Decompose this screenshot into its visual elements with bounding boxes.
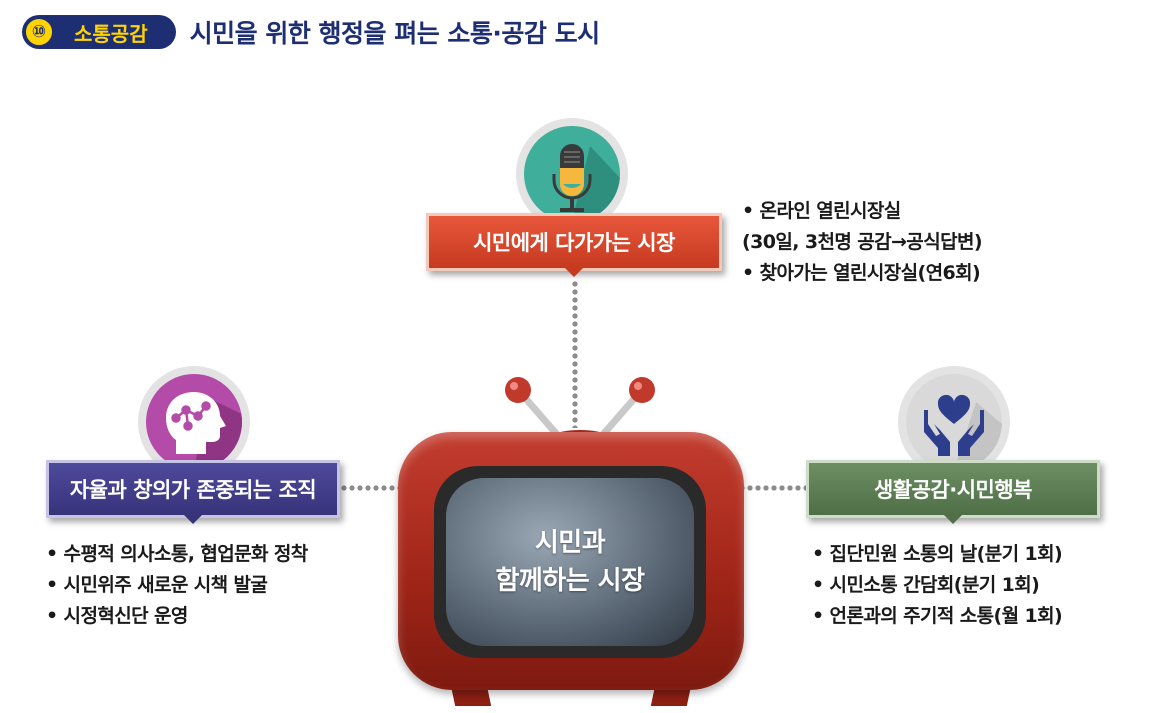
list-item: • 수평적 의사소통, 협업문화 정착 xyxy=(46,543,308,565)
page-header: ⑩ 소통공감 시민을 위한 행정을 펴는 소통·공감 도시 xyxy=(22,14,600,50)
banner-right: 생활공감·시민행복 xyxy=(806,460,1100,524)
page-title: 시민을 위한 행정을 펴는 소통·공감 도시 xyxy=(189,19,601,48)
banner-top-label: 시민에게 다가가는 시장 xyxy=(473,231,675,255)
list-item: • 언론과의 주기적 소통(월 1회) xyxy=(812,605,1063,627)
connector-right xyxy=(730,485,808,491)
left-list: • 수평적 의사소통, 협업문화 정착 • 시민위주 새로운 시책 발굴 • 시… xyxy=(46,539,308,632)
banner-top: 시민에게 다가가는 시장 xyxy=(426,213,722,277)
section-number: ⑩ xyxy=(24,17,54,47)
list-item: (30일, 3천명 공감→공식답변) xyxy=(742,231,983,253)
banner-left: 자율과 창의가 존중되는 조직 xyxy=(46,460,340,524)
hands-icon-circle xyxy=(898,366,1010,478)
hands-heart-icon xyxy=(906,374,1002,470)
list-item: • 시민위주 새로운 시책 발굴 xyxy=(46,574,268,596)
connector-left xyxy=(340,485,410,491)
microphone-icon-circle xyxy=(516,118,628,230)
list-item: • 집단민원 소통의 날(분기 1회) xyxy=(812,543,1063,565)
list-item: • 찾아가는 열린시장실(연6회) xyxy=(742,262,981,284)
connector-top xyxy=(572,280,578,428)
head-network-icon xyxy=(146,374,242,470)
center-title-line2: 함께하는 시장 xyxy=(495,566,645,596)
list-item: • 온라인 열린시장실 xyxy=(742,200,901,222)
category-pill: ⑩ 소통공감 xyxy=(22,15,176,49)
banner-left-label: 자율과 창의가 존중되는 조직 xyxy=(69,478,317,502)
center-title-line1: 시민과 xyxy=(534,528,606,558)
microphone-icon xyxy=(524,126,620,222)
list-item: • 시민소통 간담회(분기 1회) xyxy=(812,574,1040,596)
top-list: • 온라인 열린시장실 (30일, 3천명 공감→공식답변) • 찾아가는 열린… xyxy=(742,196,983,289)
right-list: • 집단민원 소통의 날(분기 1회) • 시민소통 간담회(분기 1회) • … xyxy=(812,539,1063,632)
tv-screen: 시민과 함께하는 시장 xyxy=(446,478,694,646)
list-item: • 시정혁신단 운영 xyxy=(46,605,188,627)
category-label: 소통공감 xyxy=(74,21,148,46)
banner-right-label: 생활공감·시민행복 xyxy=(873,478,1033,502)
head-icon-circle xyxy=(138,366,250,478)
